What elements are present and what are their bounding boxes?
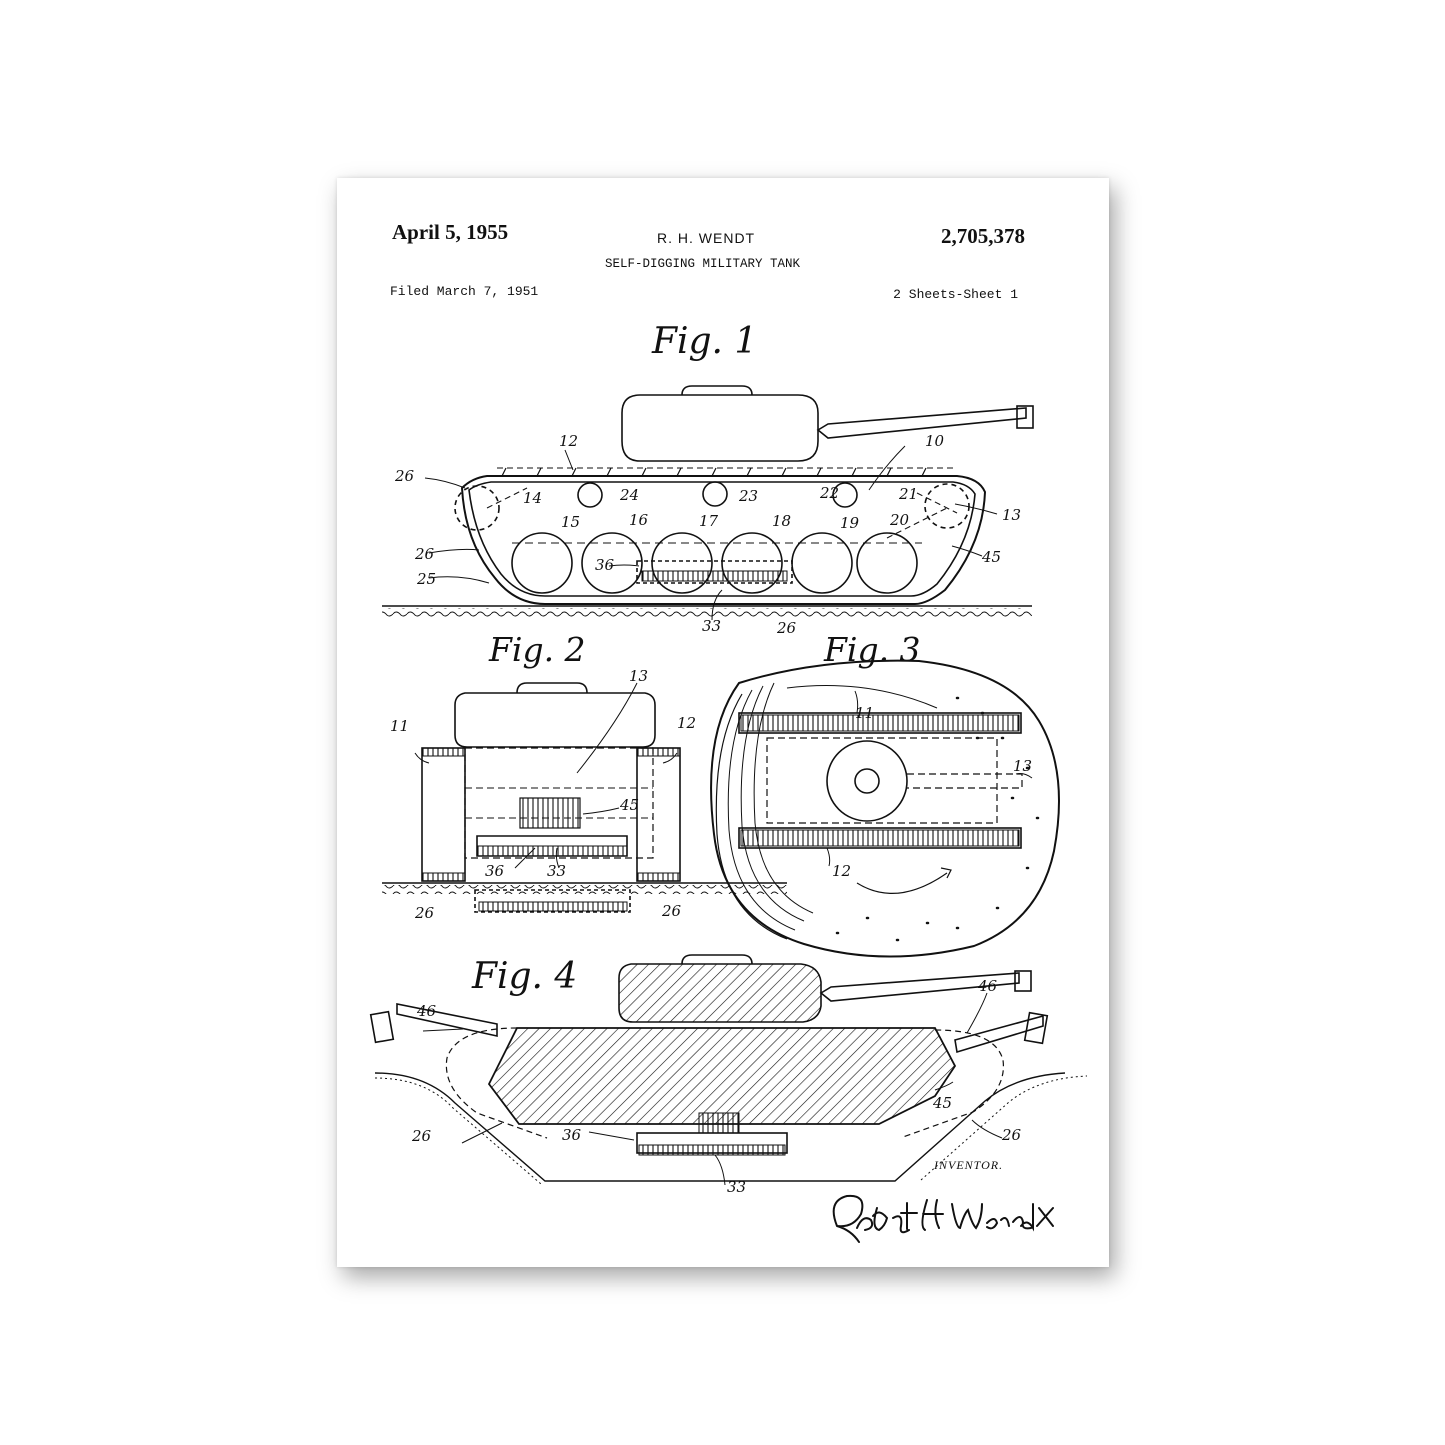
fig1-ref: 23 xyxy=(738,487,758,505)
fig1-ref: 24 xyxy=(619,486,639,504)
fig2-refs: 13 11 12 45 36 33 26 26 xyxy=(390,667,696,922)
fig3-ref: 11 xyxy=(855,704,874,722)
fig1-ref: 16 xyxy=(629,511,649,529)
fig2-label: Fig. 2 xyxy=(489,630,586,669)
fig2-ref: 33 xyxy=(547,862,566,880)
fig1-ref: 26 xyxy=(776,619,797,637)
fig1-ref: 20 xyxy=(889,511,910,529)
fig2-ref: 45 xyxy=(619,796,639,814)
fig1-ref: 45 xyxy=(981,548,1001,566)
fig1-ref: 17 xyxy=(699,512,719,530)
fig1-ref: 26 xyxy=(414,545,435,563)
fig1-ref: 33 xyxy=(702,617,721,635)
patent-drawing: 12 26 10 14 24 23 22 21 13 15 16 17 18 1… xyxy=(369,385,1088,1243)
fig3-refs: 11 13 12 xyxy=(832,704,1032,880)
fig2-ref: 11 xyxy=(390,717,409,735)
inventor-name: R. H. WENDT xyxy=(657,230,756,246)
inventor-label: INVENTOR. xyxy=(934,1158,1004,1172)
patent-number: 2,705,378 xyxy=(941,224,1025,248)
fig2-ref: 36 xyxy=(485,862,505,880)
fig2-ref: 26 xyxy=(414,904,435,922)
fig4-ref: 26 xyxy=(1001,1126,1022,1144)
fig1-refs: 12 26 10 14 24 23 22 21 13 15 16 17 18 1… xyxy=(394,432,1021,637)
fig1-ref: 36 xyxy=(595,556,615,574)
fig4-ref: 33 xyxy=(727,1178,746,1196)
fig1-ref: 26 xyxy=(394,467,415,485)
fig1-label: Fig. 1 xyxy=(652,321,758,362)
fig1-drawing xyxy=(382,385,1034,621)
fig1-ref: 12 xyxy=(559,432,578,450)
sheet-count: 2 Sheets-Sheet 1 xyxy=(893,287,1018,302)
fig1-ref: 22 xyxy=(819,484,839,502)
filed-date: Filed March 7, 1951 xyxy=(390,284,539,299)
fig3-ref: 13 xyxy=(1013,757,1032,775)
fig4-drawing xyxy=(369,954,1088,1186)
fig1-ref: 13 xyxy=(1002,506,1021,524)
fig1-ref: 25 xyxy=(416,570,436,588)
fig1-ref: 21 xyxy=(898,485,918,503)
fig4-ref: 46 xyxy=(977,977,998,995)
fig1-ref: 15 xyxy=(561,513,580,531)
fig4-label: Fig. 4 xyxy=(472,956,578,997)
fig1-ref: 18 xyxy=(772,512,791,530)
fig4-ref: 36 xyxy=(562,1126,582,1144)
patent-title: SELF-DIGGING MILITARY TANK xyxy=(605,257,801,271)
fig1-ref: 10 xyxy=(925,432,945,450)
fig2-ref: 26 xyxy=(661,902,682,920)
fig4-refs: 46 46 45 36 26 26 33 xyxy=(411,977,1022,1196)
fig1-ref: 19 xyxy=(840,514,860,532)
fig4-ref: 45 xyxy=(932,1094,952,1112)
patent-date: April 5, 1955 xyxy=(392,220,509,244)
fig3-drawing xyxy=(710,659,1060,958)
fig4-ref: 26 xyxy=(411,1127,432,1145)
fig2-drawing xyxy=(382,682,787,913)
patent-poster: April 5, 1955 R. H. WENDT 2,705,378 SELF… xyxy=(337,178,1109,1267)
fig2-ref: 12 xyxy=(677,714,696,732)
inventor-signature xyxy=(832,1194,1054,1243)
fig1-ref: 14 xyxy=(523,489,542,507)
fig2-ref: 13 xyxy=(629,667,648,685)
fig4-ref: 46 xyxy=(416,1002,437,1020)
fig3-ref: 12 xyxy=(832,862,851,880)
